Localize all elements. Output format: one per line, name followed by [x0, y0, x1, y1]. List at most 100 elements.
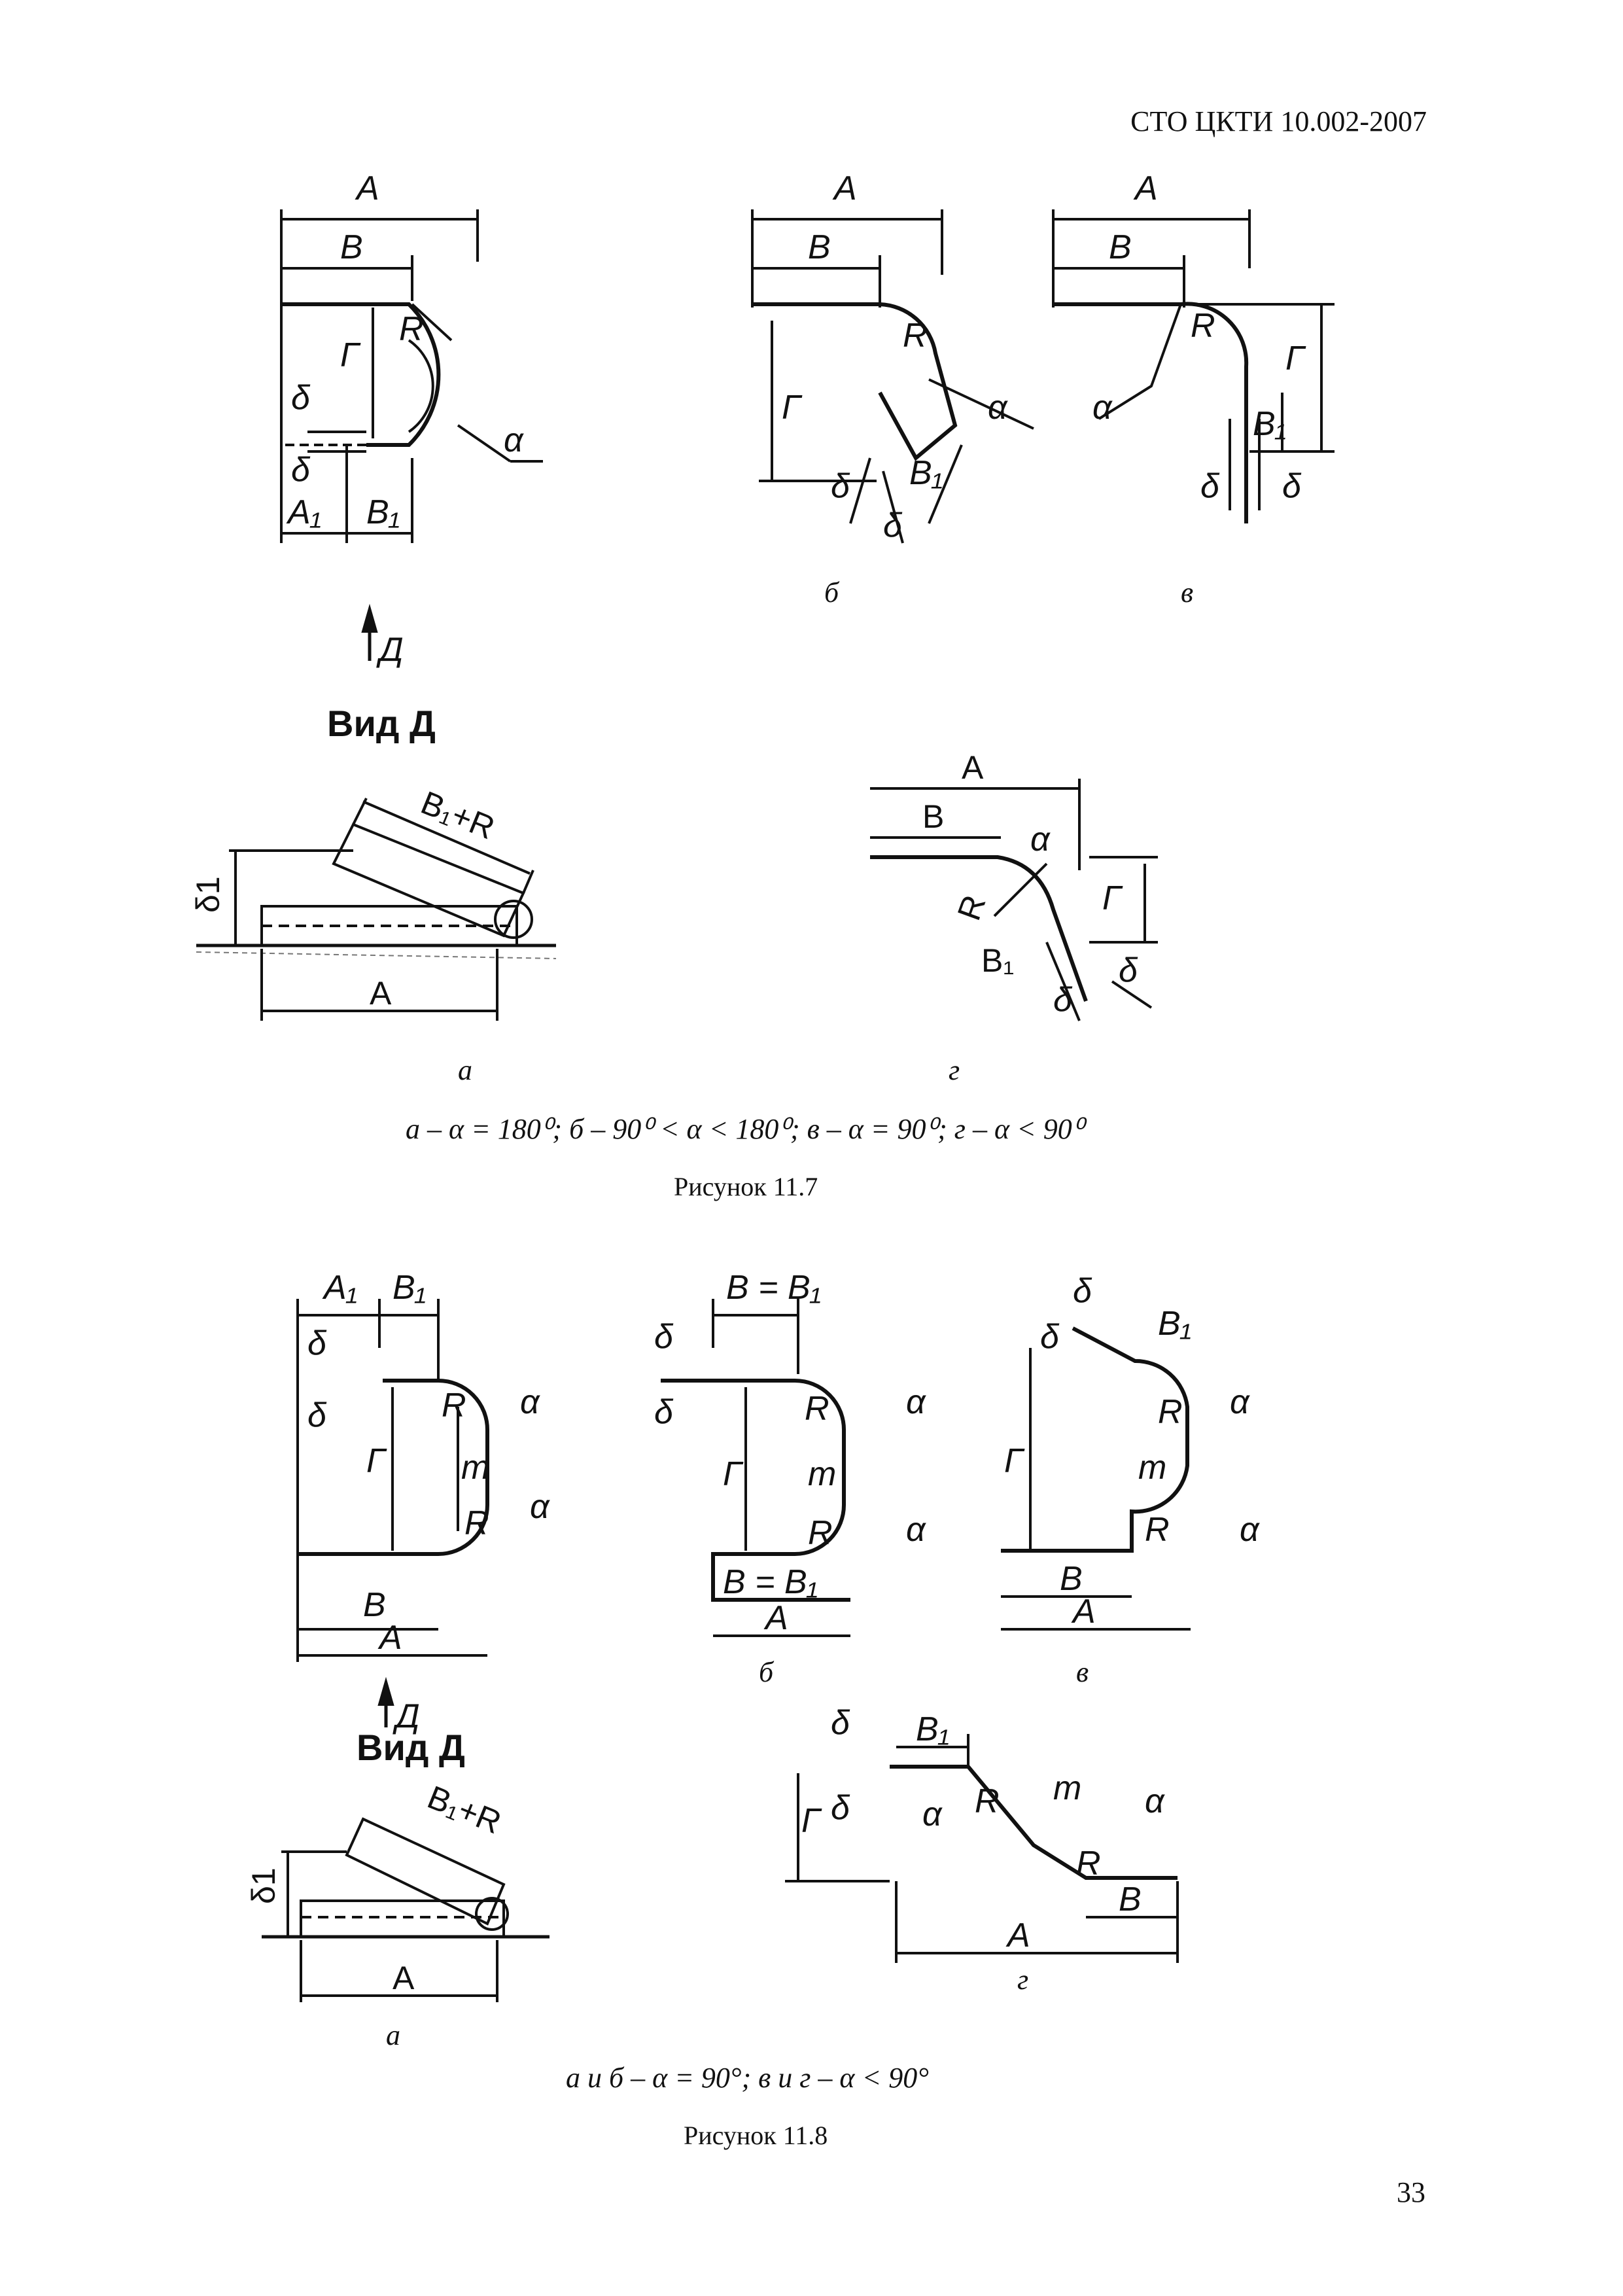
fig118-sublabel-a: а — [386, 2019, 400, 2051]
fig117-sublabel-g: г — [949, 1054, 960, 1086]
fig118-b-drawing — [661, 1299, 850, 1637]
fig117-sublabel-b: б — [824, 576, 839, 609]
fig117b-label-alpha: α — [988, 389, 1008, 427]
fig117g-label-B: В — [922, 798, 944, 835]
fig118b-label-alpha-top: α — [906, 1383, 926, 1421]
fig118v-label-R-bottom: R — [1145, 1511, 1170, 1549]
fig118g-label-m: m — [1053, 1769, 1081, 1807]
fig118g-label-delta-top: δ — [831, 1704, 850, 1742]
fig118a-label-delta-top: δ — [307, 1324, 327, 1362]
fig118g-label-B: В — [1119, 1881, 1142, 1918]
fig118a-label-B1: В₁ — [393, 1269, 426, 1307]
fig118b-label-m: m — [808, 1455, 836, 1493]
fig117v-label-G: Г — [1285, 340, 1306, 378]
fig117a-view-arrow-label: Д — [376, 631, 404, 669]
fig117a-label-G: Г — [340, 336, 361, 374]
fig118a-label-m: m — [461, 1449, 489, 1487]
fig117b-label-B1: В₁ — [909, 454, 943, 492]
fig118v-label-B1: В₁ — [1158, 1305, 1191, 1343]
fig117b-label-B: В — [808, 228, 831, 266]
fig118v-label-delta-1: δ — [1073, 1272, 1092, 1310]
fig117v-label-A: А — [1133, 169, 1158, 207]
fig117b-label-delta-2: δ — [883, 506, 903, 544]
fig118b-label-A: А — [763, 1599, 788, 1637]
fig117b-label-R: R — [903, 317, 928, 355]
fig118g-label-R-bottom: R — [1076, 1845, 1101, 1882]
fig118a-label-R-bottom: R — [464, 1504, 489, 1542]
fig118-sublabel-v: в — [1076, 1656, 1089, 1688]
fig118v-label-G: Г — [1004, 1442, 1025, 1480]
fig118v-label-delta-2: δ — [1040, 1318, 1060, 1356]
fig117g-label-A: А — [962, 749, 984, 786]
fig118-a-drawing — [296, 1299, 489, 1727]
fig117b-label-G: Г — [782, 389, 803, 427]
fig117b-label-A: А — [832, 169, 857, 207]
fig118v-label-m: m — [1138, 1449, 1166, 1487]
fig118-view-label-B1R: В₁+R — [423, 1778, 506, 1841]
fig117-view-label-B1R: В₁+R — [416, 784, 500, 846]
fig118a-label-delta-bottom: δ — [307, 1396, 327, 1434]
fig118a-label-A: А — [377, 1619, 402, 1657]
document-code: СТО ЦКТИ 10.002-2007 — [1130, 105, 1427, 137]
fig117a-label-R: R — [399, 310, 424, 348]
fig118-sublabel-g: г — [1017, 1964, 1029, 1996]
fig118-view-title: Вид Д — [357, 1727, 465, 1768]
fig118g-label-alpha-right: α — [1145, 1782, 1165, 1820]
fig117g-label-R: R — [951, 891, 993, 925]
fig117-view-label-delta1: δ1 — [190, 876, 226, 913]
fig117a-label-delta-top: δ — [291, 379, 311, 417]
fig118g-label-R-top: R — [975, 1782, 1000, 1820]
fig117v-label-delta-2: δ — [1282, 467, 1302, 505]
fig117v-label-alpha: α — [1092, 389, 1113, 427]
fig117a-label-B: В — [340, 228, 363, 266]
fig118a-label-alpha-bottom: α — [530, 1488, 550, 1526]
fig118a-label-B: В — [363, 1586, 386, 1624]
fig117-view-title: Вид Д — [327, 703, 436, 744]
fig117g-label-delta-2: δ — [1053, 981, 1073, 1019]
fig118b-label-B-eq-B1-bottom: В = В₁ — [723, 1563, 818, 1601]
fig117-b-drawing — [751, 209, 1034, 544]
fig118-view-label-A: А — [393, 1960, 415, 1996]
fig117b-label-delta-1: δ — [831, 467, 850, 505]
fig118b-label-R-bottom: R — [808, 1514, 833, 1552]
fig117-g-drawing — [870, 779, 1158, 1021]
fig118-v-drawing — [1001, 1326, 1191, 1631]
fig117v-label-R: R — [1191, 307, 1215, 345]
fig117g-label-B1: В₁ — [981, 942, 1014, 979]
fig118v-label-A: А — [1071, 1593, 1096, 1631]
fig117-a-drawing — [280, 209, 543, 661]
fig118-sublabel-b: б — [759, 1656, 774, 1688]
fig118b-label-B-eq-B1-top: В = В₁ — [726, 1269, 821, 1307]
fig117v-label-B: В — [1109, 228, 1132, 266]
fig117a-label-delta-bottom: δ — [291, 451, 311, 489]
fig118b-label-delta-bottom: δ — [654, 1393, 674, 1431]
fig118v-label-B: В — [1060, 1560, 1083, 1598]
fig118a-view-arrow-label: Д — [393, 1697, 420, 1735]
fig118v-label-alpha-top: α — [1230, 1383, 1250, 1421]
fig117-sublabel-v: в — [1181, 576, 1194, 609]
fig118v-label-R-top: R — [1158, 1393, 1183, 1431]
page-number: 33 — [1397, 2176, 1425, 2208]
fig117a-label-alpha: α — [504, 421, 524, 459]
fig117-view-d — [196, 798, 557, 1021]
fig118-view-label-delta1: δ1 — [245, 1867, 282, 1904]
fig118b-label-delta-top: δ — [654, 1318, 674, 1356]
fig118a-label-G: Г — [366, 1442, 387, 1480]
fig117-sublabel-a: а — [458, 1054, 472, 1086]
fig117-v-drawing — [1052, 209, 1335, 523]
fig117g-label-G: Г — [1102, 879, 1123, 917]
fig118-formula: а и б – α = 90°; в и г – α < 90° — [566, 2062, 929, 2094]
fig117-formula: а – α = 180⁰; б – 90⁰ < α < 180⁰; в – α … — [406, 1113, 1084, 1145]
fig118g-label-B1: В₁ — [916, 1710, 949, 1748]
fig117g-label-alpha: α — [1030, 821, 1051, 858]
fig117a-label-A1: А₁ — [286, 493, 321, 531]
fig118b-label-R-top: R — [805, 1390, 829, 1428]
fig118-caption: Рисунок 11.8 — [684, 2121, 828, 2150]
fig117-caption: Рисунок 11.7 — [674, 1172, 818, 1201]
fig118-view-d — [262, 1817, 550, 2002]
fig118a-label-A1: А₁ — [322, 1269, 357, 1307]
fig117-view-label-A: А — [370, 975, 392, 1012]
fig117v-label-delta-1: δ — [1200, 467, 1220, 505]
fig118b-label-alpha-bottom: α — [906, 1511, 926, 1549]
